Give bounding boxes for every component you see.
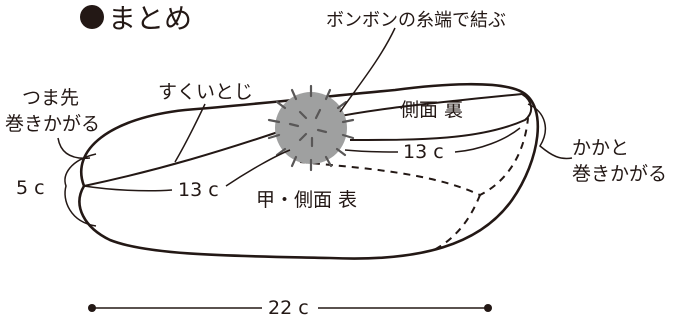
heel-label-line1: かかと bbox=[572, 137, 629, 159]
dim-13-upper-line-right bbox=[454, 127, 521, 153]
heel-label-line2: 巻きかがる bbox=[572, 163, 667, 185]
sukui-label: すくいとじ bbox=[158, 81, 253, 103]
side-back-edge bbox=[349, 93, 533, 141]
dim-13-lower-label: 13 c bbox=[178, 179, 219, 201]
heel-brace bbox=[527, 103, 573, 160]
dim-5-label: 5 c bbox=[16, 177, 45, 199]
heel-dashed-line-lower bbox=[429, 194, 481, 253]
front-side-label: 甲・側面 表 bbox=[256, 189, 357, 211]
side-back-label: 側面 裏 bbox=[400, 99, 463, 121]
pompom-leader bbox=[339, 27, 396, 113]
toe-label-line2: 巻きかがる bbox=[5, 113, 100, 135]
dim-22-label: 22 c bbox=[268, 297, 309, 319]
dim-22-end-dot bbox=[484, 304, 492, 312]
heel-dashed-line bbox=[299, 117, 529, 197]
dim-13-lower-line-left bbox=[83, 185, 173, 192]
pompom bbox=[267, 84, 355, 172]
dim-5-brace bbox=[64, 153, 97, 227]
slipper-outline bbox=[78, 82, 540, 260]
dim-13-upper-line-left bbox=[344, 149, 399, 153]
dim-13-lower-line-right bbox=[225, 149, 291, 187]
dim-13-upper-label: 13 c bbox=[403, 141, 444, 163]
sukui-leader bbox=[174, 103, 206, 163]
heading-bullet bbox=[80, 5, 104, 29]
pompom-label: ボンボンの糸端で結ぶ bbox=[326, 10, 506, 31]
toe-label-line1: つま先 bbox=[22, 87, 79, 109]
heading-title: まとめ bbox=[108, 2, 192, 35]
